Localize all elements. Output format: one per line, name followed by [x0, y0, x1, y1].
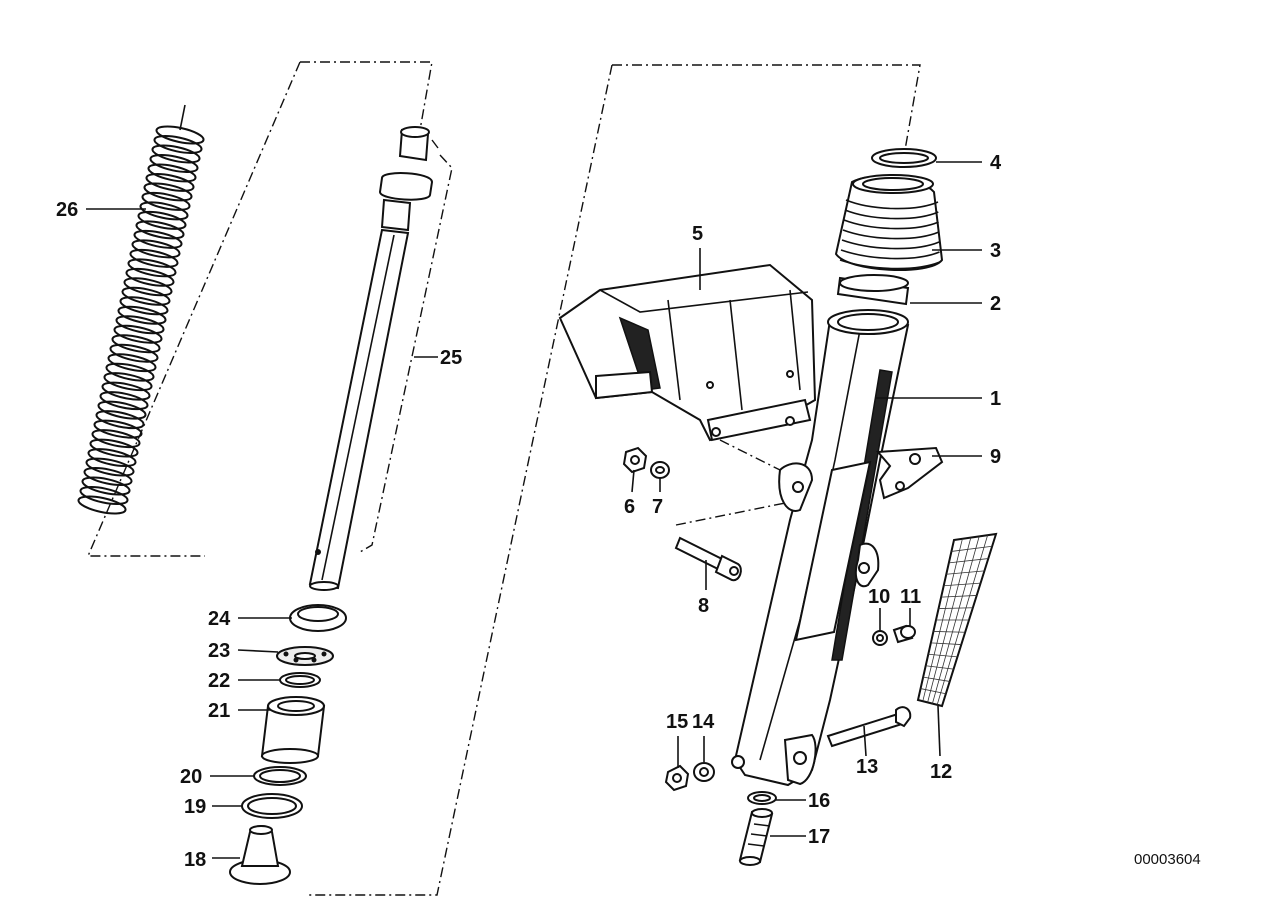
callout-7: 7: [652, 496, 663, 518]
part-26-spring: [77, 125, 205, 515]
part-11-screw: [892, 624, 916, 644]
part-16-ring: [747, 791, 777, 805]
callout-12: 12: [930, 761, 952, 783]
part-5-cover: [558, 263, 817, 442]
assembly-frame-left: [86, 61, 453, 557]
part-3-dust-boot: [834, 174, 944, 272]
callout-26: 26: [56, 199, 78, 221]
callout-17: 17: [808, 826, 830, 848]
callout-20: 20: [180, 766, 202, 788]
part-10-washer: [872, 630, 888, 646]
part-7-washer: [650, 461, 670, 479]
callout-24: 24: [208, 608, 231, 630]
callout-14: 14: [692, 711, 715, 733]
callout-4: 4: [990, 152, 1002, 174]
callout-3: 3: [990, 240, 1001, 262]
callout-22: 22: [208, 670, 230, 692]
callout-15: 15: [666, 711, 688, 733]
part-1-fork-slider: [731, 309, 910, 787]
assembly-frame-right: [308, 64, 921, 896]
part-25-damper-tube: [308, 126, 434, 591]
callout-25: 25: [440, 347, 462, 369]
part-18-cap: [229, 825, 291, 885]
callout-10: 10: [868, 586, 890, 608]
callout-9: 9: [990, 446, 1001, 468]
callout-21: 21: [208, 700, 230, 722]
part-20-ring: [253, 766, 307, 786]
part-13-bolt: [826, 706, 912, 748]
callout-23: 23: [208, 640, 230, 662]
part-9-bracket: [875, 446, 944, 500]
part-23-plate: [276, 646, 334, 666]
callout-19: 19: [184, 796, 206, 818]
part-19-ring: [241, 793, 303, 819]
part-15-nut: [664, 764, 690, 792]
callout-11: 11: [900, 586, 921, 608]
part-21-bushing: [260, 696, 326, 764]
part-2-ring: [836, 274, 910, 306]
part-17-pin: [738, 808, 774, 866]
callout-2: 2: [990, 293, 1001, 315]
callout-6: 6: [624, 496, 635, 518]
drawing-reference-number: 00003604: [1134, 851, 1201, 868]
part-24-seal: [289, 604, 347, 632]
part-14-washer: [693, 762, 715, 782]
part-6-nut: [622, 446, 648, 474]
leader-lines: [86, 104, 982, 859]
part-4-circlip: [871, 148, 937, 168]
part-12-reflector: [916, 532, 998, 708]
part-22-ring: [279, 672, 321, 688]
callout-8: 8: [698, 595, 709, 617]
callout-18: 18: [184, 849, 206, 871]
callout-5: 5: [692, 223, 703, 245]
callout-labels: 1 2 3 4 5 6 7 8 9 10 11 12 13 14 15 16 1…: [56, 152, 1002, 871]
part-8-bolt: [674, 536, 742, 582]
callout-13: 13: [856, 756, 878, 778]
callout-1: 1: [990, 388, 1001, 410]
callout-16: 16: [808, 790, 830, 812]
